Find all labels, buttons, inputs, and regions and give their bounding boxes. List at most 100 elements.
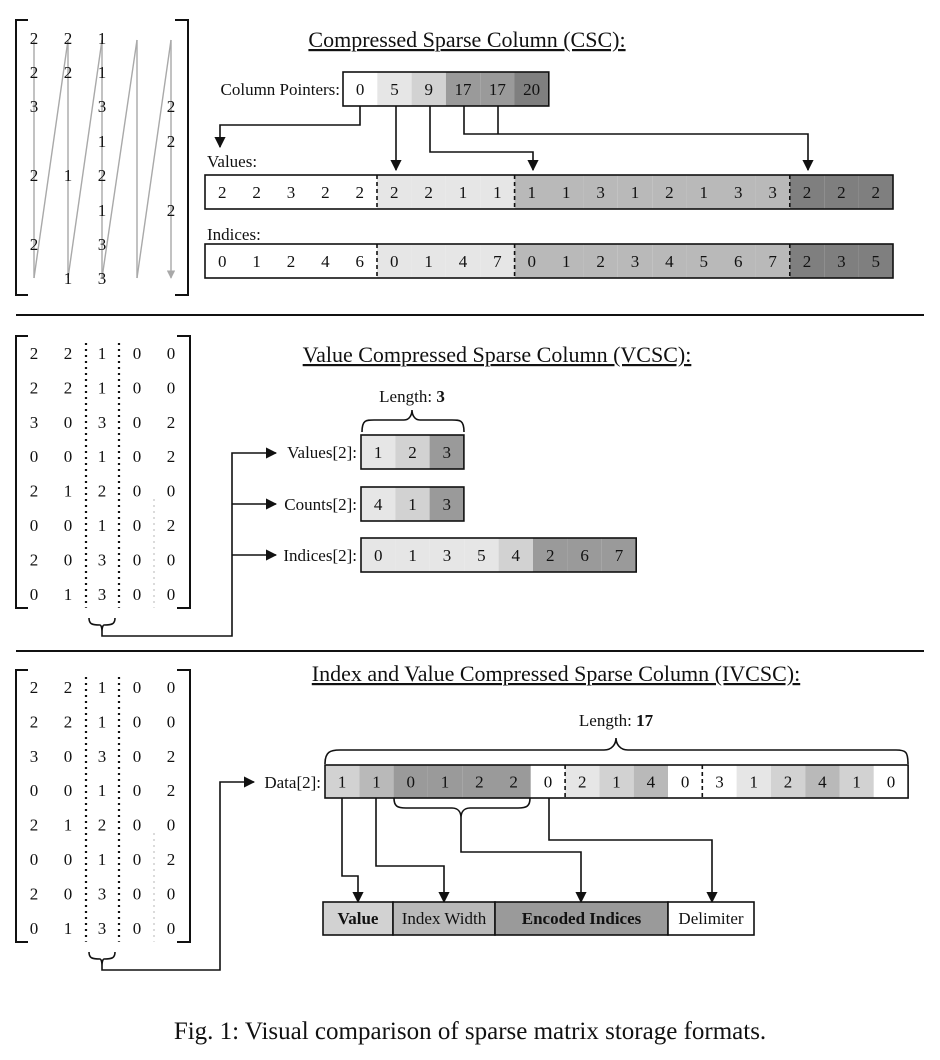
ivcsc-data-cell [805, 765, 840, 798]
matrix-entry: 2 [64, 63, 73, 82]
csc-index-cell [480, 244, 515, 278]
csc-index-value: 5 [700, 252, 709, 271]
csc-index-cell [377, 244, 412, 278]
ivcsc-data-value: 4 [647, 773, 656, 792]
csc-index-value: 0 [390, 252, 399, 271]
col-pointer-cell [343, 72, 378, 106]
col-pointer-value: 5 [390, 80, 399, 99]
matrix-entry: 3 [30, 747, 39, 766]
ivcsc-data-border [324, 764, 909, 799]
traversal-line [67, 39, 103, 279]
csc-value-value: 3 [734, 183, 743, 202]
matrix-entry: 3 [30, 97, 39, 116]
col-pointers-label: Column Pointers: [221, 80, 340, 99]
vcsc-value-value: 2 [408, 443, 417, 462]
legend-box [667, 901, 755, 936]
matrix-entry: 1 [98, 712, 107, 731]
vcsc-index-value: 6 [580, 546, 589, 565]
csc-value-value: 2 [252, 183, 261, 202]
matrix-entry: 2 [30, 166, 39, 185]
vcsc-index-cell [533, 538, 568, 572]
csc-index-value: 7 [493, 252, 502, 271]
values-label: Values: [207, 152, 257, 171]
matrix-entry: 3 [98, 235, 107, 254]
ivcsc-data-cell [599, 765, 634, 798]
ivcsc-data-value: 0 [887, 773, 896, 792]
ivcsc-data-value: 1 [441, 773, 450, 792]
csc-index-cell [308, 244, 343, 278]
ivcsc-data-cell [633, 765, 668, 798]
ivcsc-data-value: 0 [544, 773, 553, 792]
matrix-entry: 0 [133, 344, 142, 363]
csc-index-value: 5 [872, 252, 881, 271]
csc-index-cell [824, 244, 859, 278]
csc-index-cell [721, 244, 756, 278]
matrix-entry: 2 [167, 201, 176, 220]
matrix-entry: 2 [167, 447, 176, 466]
matrix-entry: 0 [64, 884, 73, 903]
csc-index-cell [411, 244, 446, 278]
ivcsc-data-cell [770, 765, 806, 798]
csc-value-value: 1 [562, 183, 571, 202]
matrix-entry: 0 [133, 585, 142, 604]
csc-value-value: 1 [700, 183, 709, 202]
matrix-entry: 2 [167, 413, 176, 432]
matrix-entry: 2 [64, 29, 73, 48]
csc-value-cell [480, 175, 515, 209]
vcsc-value-cell [395, 435, 430, 469]
csc-value-cell [342, 175, 377, 209]
vcsc-count-cell [395, 487, 430, 521]
legend-label: Value [338, 909, 379, 928]
matrix-entry: 0 [64, 850, 73, 869]
csc-index-value: 1 [252, 252, 261, 271]
legend-label: Delimiter [678, 909, 743, 928]
matrix-entry: 1 [98, 678, 107, 697]
matrix-entry: 2 [64, 344, 73, 363]
matrix-entry: 0 [133, 482, 142, 501]
vcsc-index-cell [498, 538, 533, 572]
csc-index-value: 3 [631, 252, 640, 271]
vcsc-value-cell [429, 435, 464, 469]
matrix-entry: 2 [30, 29, 39, 48]
matrix-entry: 1 [98, 132, 107, 151]
ivcsc-data-cell [462, 765, 497, 798]
indices-label: Indices: [207, 225, 261, 244]
csc-value-value: 2 [356, 183, 365, 202]
ivcsc-data-value: 3 [715, 773, 724, 792]
ivcsc-data-value: 0 [407, 773, 416, 792]
matrix-entry: 1 [98, 447, 107, 466]
csc-index-cell [239, 244, 274, 278]
matrix-entry: 0 [167, 378, 176, 397]
traversal-line [101, 39, 138, 279]
csc-matrix-bracket-left [15, 19, 28, 296]
csc-value-value: 1 [528, 183, 537, 202]
matrix-entry: 2 [30, 884, 39, 903]
matrix-entry: 2 [30, 712, 39, 731]
vcsc-count-cell [361, 487, 396, 521]
csc-index-value: 4 [321, 252, 330, 271]
csc-value-cell [617, 175, 653, 209]
col-pointer-value: 0 [356, 80, 365, 99]
csc-index-cell [273, 244, 309, 278]
ivcsc-data-value: 1 [612, 773, 621, 792]
matrix-entry: 0 [167, 678, 176, 697]
matrix-entry: 2 [167, 781, 176, 800]
matrix-entry: 2 [98, 166, 107, 185]
csc-value-cell [755, 175, 790, 209]
csc-index-value: 1 [562, 252, 571, 271]
matrix-entry: 2 [167, 132, 176, 151]
ivcsc-data-value: 0 [681, 773, 690, 792]
matrix-entry: 0 [133, 378, 142, 397]
legend-label: Encoded Indices [522, 909, 642, 928]
ivcsc-data-cell [668, 765, 703, 798]
csc-index-cell [342, 244, 377, 278]
csc-value-cell [549, 175, 584, 209]
ivcsc-matrix-bracket-right [177, 669, 191, 943]
csc-value-value: 2 [321, 183, 330, 202]
